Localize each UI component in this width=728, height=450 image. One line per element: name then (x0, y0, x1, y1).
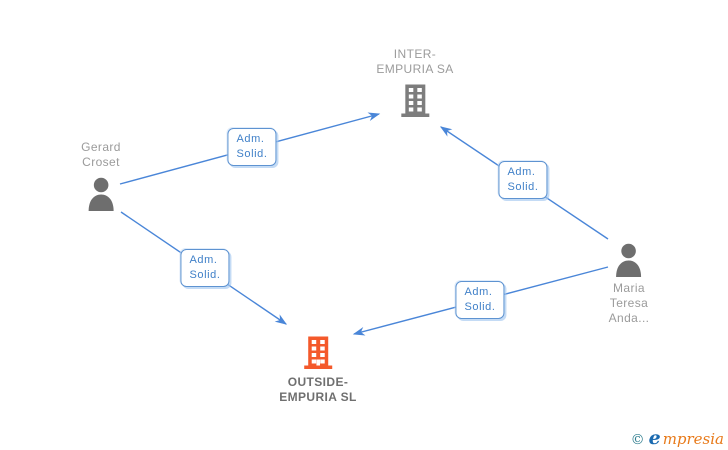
copyright-icon: © (630, 432, 645, 448)
edge-label-adm-solid: Adm. Solid. (180, 249, 230, 287)
node-label: Maria Teresa Anda... (608, 281, 650, 325)
node-outside-empuria[interactable]: OUTSIDE- EMPURIA SL (279, 336, 357, 405)
node-gerard-croset[interactable]: Gerard Croset (81, 140, 121, 211)
node-label: INTER- EMPURIA SA (376, 47, 454, 76)
person-icon (88, 177, 114, 211)
node-maria-teresa[interactable]: Maria Teresa Anda... (609, 243, 650, 326)
edge-label-adm-solid: Adm. Solid. (498, 161, 548, 199)
node-label: Gerard Croset (81, 140, 121, 169)
brand-initial: e (648, 427, 661, 449)
edge-label-adm-solid: Adm. Solid. (455, 281, 505, 319)
node-inter-empuria[interactable]: INTER- EMPURIA SA (376, 47, 453, 117)
edge-label-adm-solid: Adm. Solid. (227, 128, 277, 166)
building-icon (304, 336, 332, 369)
building-icon (400, 84, 429, 117)
empresia-logo[interactable]: © e mpresia (630, 427, 724, 449)
brand-name: mpresia (662, 430, 724, 448)
person-icon (616, 243, 642, 277)
node-label: OUTSIDE- EMPURIA SL (279, 375, 357, 404)
